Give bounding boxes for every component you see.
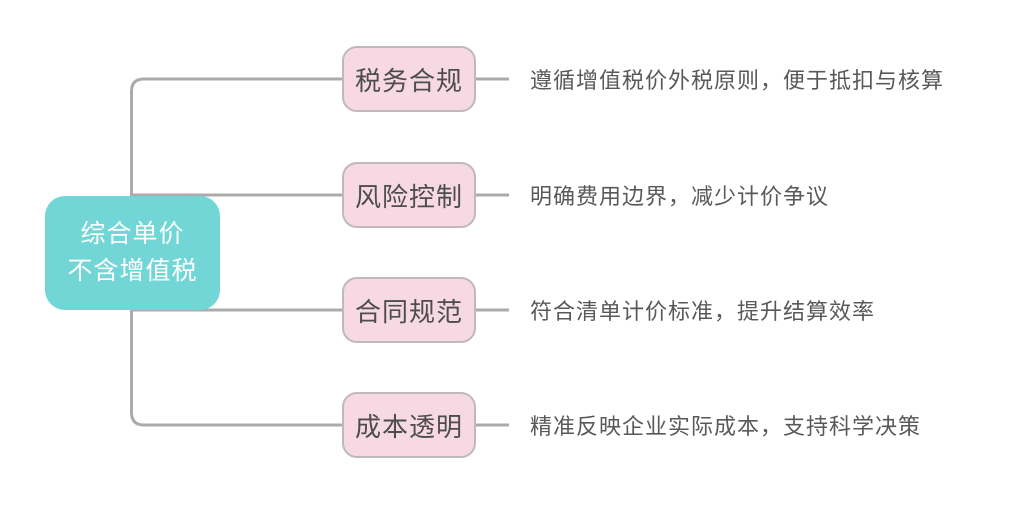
description-node: 精准反映企业实际成本，支持科学决策: [509, 403, 943, 447]
branch-label: 合同规范: [354, 296, 463, 327]
branch-label: 风险控制: [354, 181, 463, 212]
branch-label: 成本透明: [354, 411, 463, 442]
root-node: 综合单价 不含增值税: [45, 196, 220, 310]
branch-node-contract-standard: 合同规范: [342, 277, 476, 343]
branch-node-risk-control: 风险控制: [342, 162, 476, 228]
description-node: 符合清单计价标准，提升结算效率: [509, 288, 897, 332]
branch-node-tax-compliance: 税务合规: [342, 46, 476, 112]
branch-node-cost-transparency: 成本透明: [342, 392, 476, 458]
description-node: 明确费用边界，减少计价争议: [509, 173, 851, 217]
root-node-label-line2: 不含增值税: [67, 257, 198, 285]
description-text: 明确费用边界，减少计价争议: [530, 184, 830, 209]
branch-label: 税务合规: [354, 65, 463, 96]
description-text: 遵循增值税价外税原则，便于抵扣与核算: [530, 68, 945, 93]
root-node-label-line1: 综合单价: [80, 220, 185, 248]
description-text: 精准反映企业实际成本，支持科学决策: [530, 414, 922, 439]
description-node: 遵循增值税价外税原则，便于抵扣与核算: [509, 57, 966, 101]
description-text: 符合清单计价标准，提升结算效率: [530, 299, 876, 324]
